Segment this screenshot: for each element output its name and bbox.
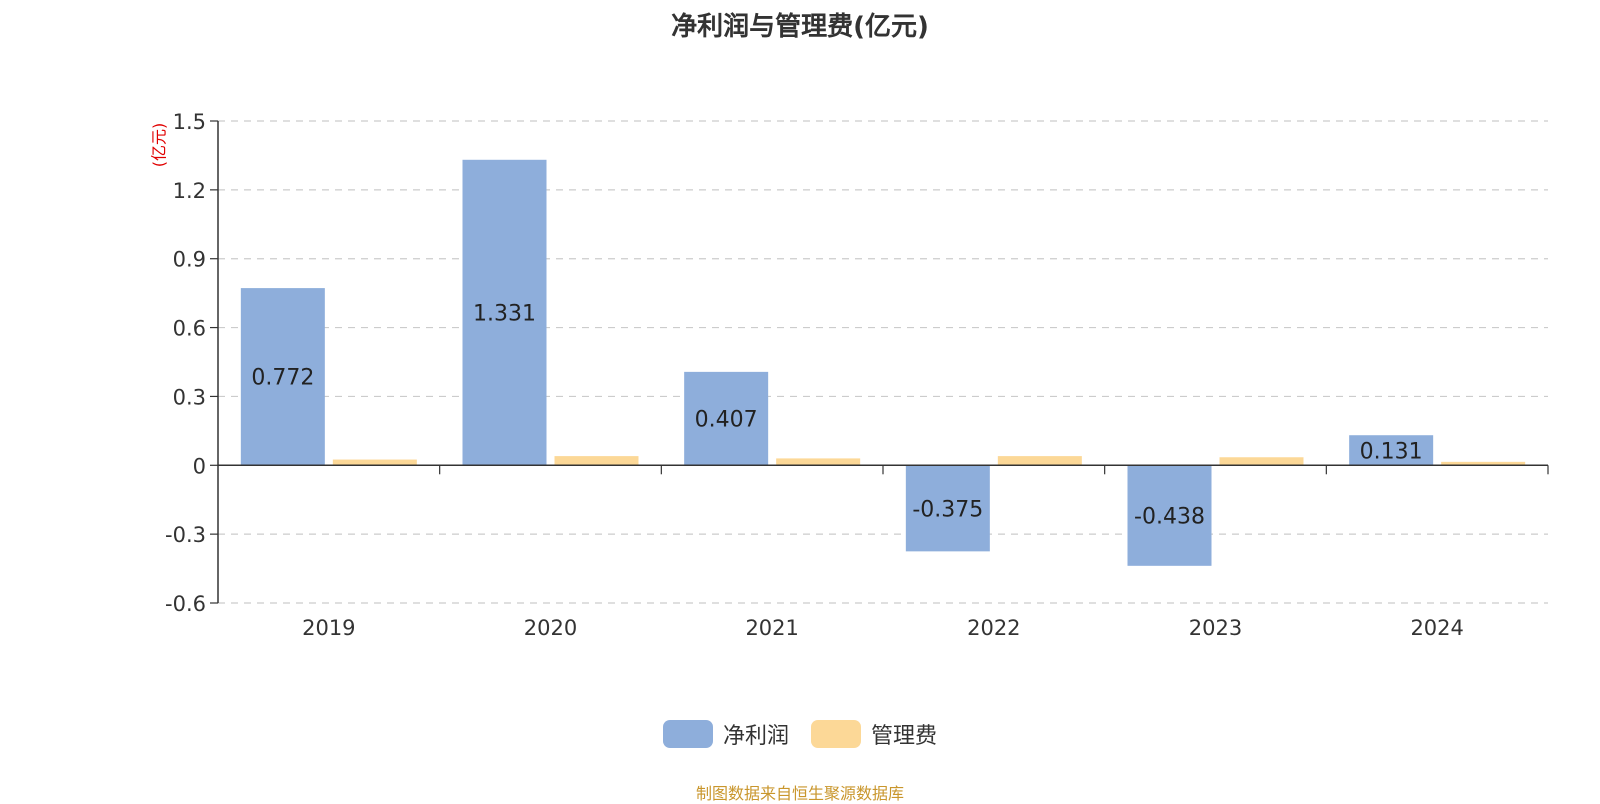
bar-admin-expense bbox=[554, 456, 639, 466]
bar-admin-expense bbox=[997, 456, 1082, 466]
source-note: 制图数据来自恒生聚源数据库 bbox=[695, 784, 904, 803]
y-tick-label: 0.6 bbox=[173, 317, 206, 341]
y-tick-label: -0.3 bbox=[165, 523, 206, 547]
bar-net-profit bbox=[240, 288, 325, 466]
bar-net-profit bbox=[462, 159, 547, 466]
data-label: 1.331 bbox=[473, 302, 536, 327]
data-label: 0.772 bbox=[251, 366, 314, 391]
y-tick-label: 0 bbox=[193, 454, 206, 478]
bar-net-profit bbox=[1127, 465, 1212, 566]
legend-item-net-profit[interactable]: 净利润 bbox=[662, 718, 789, 750]
data-label: 0.407 bbox=[695, 408, 758, 433]
legend-swatch-net-profit bbox=[662, 720, 713, 748]
legend-label-admin-expense: 管理费 bbox=[871, 724, 938, 749]
axes: -0.6 -0.3 0 0.3 0.6 0.9 1.2 1.5 2019 2020 2021 2022… bbox=[165, 110, 1549, 640]
bar-admin-expense bbox=[1219, 457, 1304, 466]
data-labels: 0.772 1.331 0.407 -0.375 -0.438 0.131 bbox=[251, 302, 1422, 530]
x-tick-label: 2023 bbox=[1189, 616, 1242, 640]
x-tick-label: 2019 bbox=[302, 616, 355, 640]
legend-item-admin-expense[interactable]: 管理费 bbox=[811, 718, 937, 750]
data-label: -0.438 bbox=[1134, 505, 1205, 530]
legend-swatch-admin-expense bbox=[811, 720, 861, 748]
data-label: -0.375 bbox=[912, 497, 983, 522]
x-tick-label: 2024 bbox=[1410, 616, 1463, 640]
bar-admin-expense bbox=[332, 459, 417, 466]
legend-label-net-profit: 净利润 bbox=[722, 724, 789, 749]
bar-net-profit bbox=[1349, 435, 1434, 466]
bar-admin-expense bbox=[776, 458, 861, 466]
bar-chart-plot: -0.6 -0.3 0 0.3 0.6 0.9 1.2 1.5 2019 2020 2021 2022… bbox=[165, 110, 1549, 640]
legend: 净利润 管理费 bbox=[0, 718, 1600, 750]
bars bbox=[240, 159, 1526, 566]
y-tick-label: 1.5 bbox=[173, 110, 206, 134]
grid-lines bbox=[218, 120, 1548, 604]
y-tick-label: 1.2 bbox=[173, 179, 206, 203]
x-tick-label: 2021 bbox=[745, 616, 798, 640]
bar-net-profit bbox=[684, 371, 769, 466]
x-tick-label: 2020 bbox=[524, 616, 577, 640]
chart-title: 净利润与管理费(亿元) bbox=[671, 12, 929, 42]
data-label: 0.131 bbox=[1360, 439, 1423, 464]
bar-net-profit bbox=[905, 465, 990, 552]
y-tick-label: -0.6 bbox=[165, 592, 206, 616]
y-tick-label: 0.9 bbox=[173, 248, 206, 272]
x-tick-label: 2022 bbox=[967, 616, 1020, 640]
y-tick-label: 0.3 bbox=[173, 385, 206, 409]
bar-admin-expense bbox=[1441, 461, 1526, 466]
